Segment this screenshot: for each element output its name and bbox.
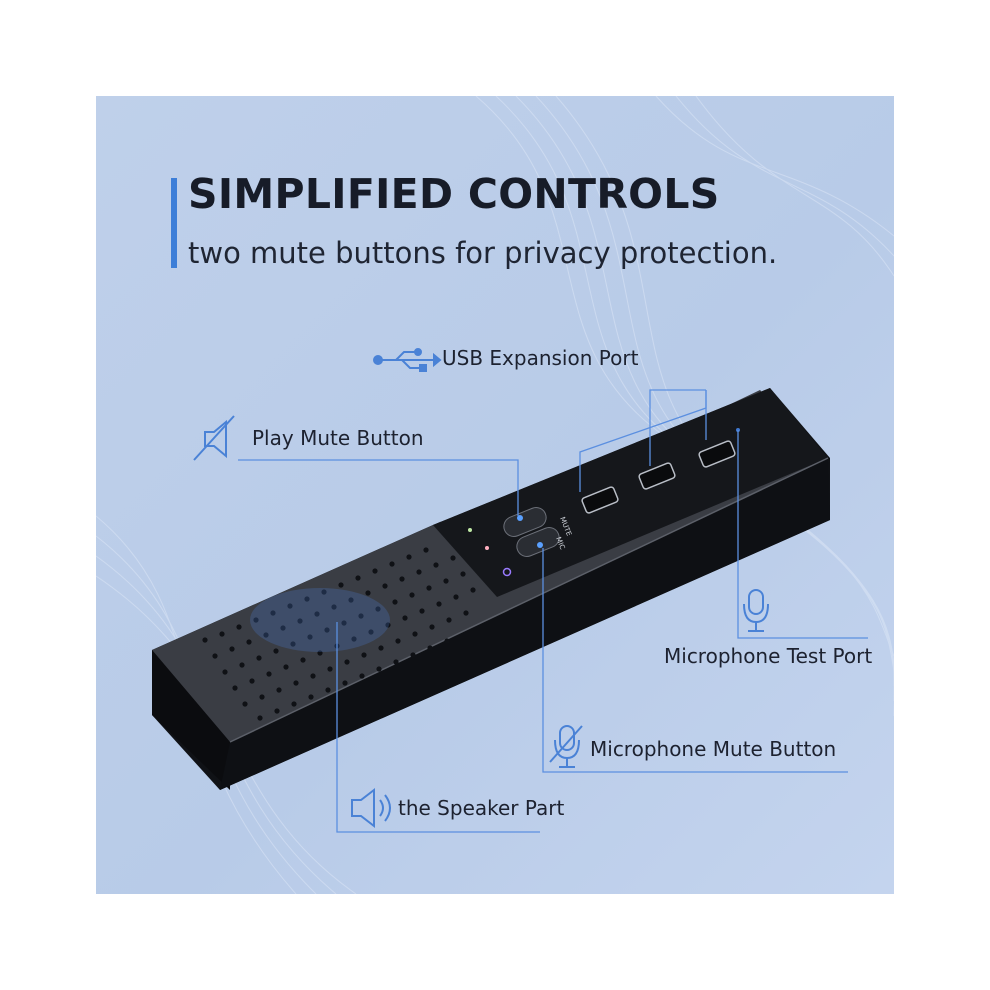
microphone-muted-icon [549,725,583,768]
callout-speaker-part: the Speaker Part [398,796,565,820]
device-front-edge [220,458,830,790]
callout-play-mute-button: Play Mute Button [252,426,424,450]
device-controls: MUTE MIC [468,504,573,577]
callout-microphone-test-port: Microphone Test Port [664,644,873,668]
callout-microphone-mute-button: Microphone Mute Button [590,737,837,761]
speaker-icon [351,787,391,829]
device-end-cap [152,650,230,790]
speaker-grille [202,547,476,721]
leader-lines [238,389,868,833]
title-accent-bar [171,178,177,268]
microphone-icon [743,589,769,632]
speaker-muted-icon [193,415,235,461]
usb-ports [581,440,736,514]
subheadline: two mute buttons for privacy protection. [188,236,778,270]
headline: SIMPLIFIED CONTROLS [188,170,720,218]
play-mute-button[interactable] [501,504,549,539]
usb-icon [373,348,442,372]
usb-port-2[interactable] [638,462,676,490]
mic-mute-button[interactable] [514,524,562,559]
usb-port-3[interactable] [698,440,736,468]
callout-usb-expansion-port: USB Expansion Port [442,346,639,370]
usb-port-1[interactable] [581,486,619,514]
